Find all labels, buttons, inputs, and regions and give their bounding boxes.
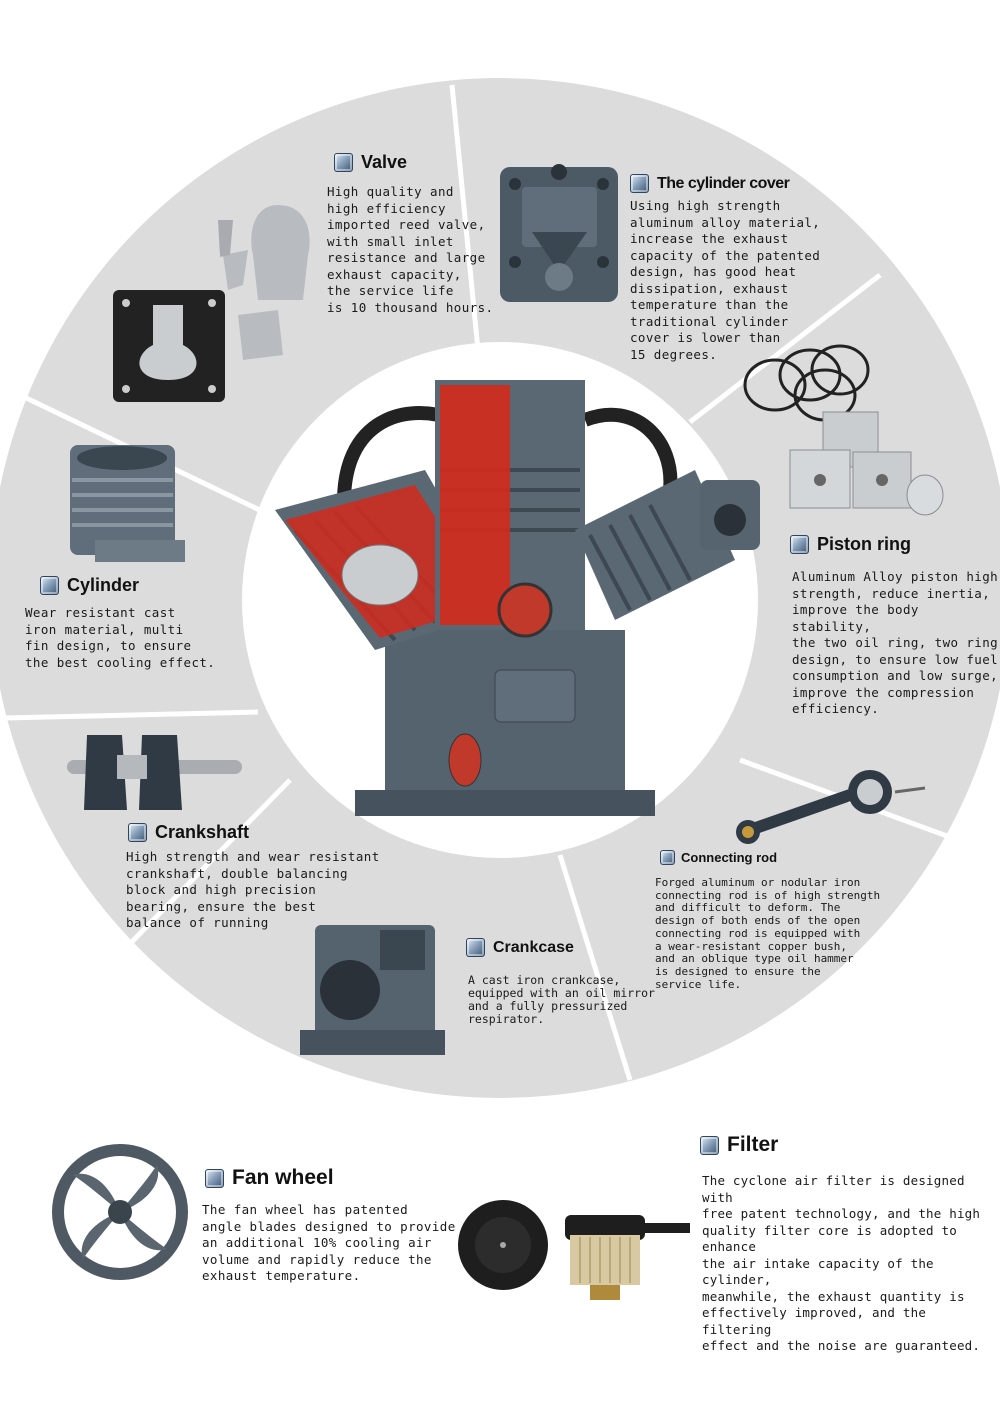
fan-wheel-title: Fan wheel	[205, 1166, 334, 1190]
filter-card: Filter	[700, 1133, 778, 1157]
crankshaft-text: High strength and wear resistant cranksh…	[126, 849, 380, 930]
valve-title: Valve	[334, 152, 407, 173]
oil-sight-glass	[448, 733, 482, 787]
cylinder-title: Cylinder	[40, 575, 139, 596]
piston-cutaway	[341, 544, 419, 606]
cylinder-card: Cylinder	[40, 575, 139, 596]
crankcase-image	[300, 925, 445, 1055]
crankshaft-card: Crankshaft	[128, 822, 249, 843]
cylinder-cover-card: The cylinder cover	[630, 174, 790, 193]
filter-text: The cyclone air filter is designed with …	[702, 1173, 981, 1353]
divider-crankshaft-crankcase	[73, 778, 292, 1002]
bullet-square-icon	[128, 823, 147, 842]
crankcase-text: A cast iron crankcase, equipped with an …	[468, 973, 655, 1026]
air-filter-image	[458, 1200, 690, 1300]
piston-ring-text: Aluminum Alloy piston high strength, red…	[792, 569, 999, 716]
crankcase-card: Crankcase	[466, 938, 574, 957]
piston-rings-image	[743, 344, 944, 516]
valve-card: Valve	[334, 152, 407, 173]
compressor-cutaway-image	[275, 380, 760, 816]
bullet-square-icon	[205, 1168, 224, 1188]
divider-valve-cover	[449, 84, 481, 351]
cylinder-cover-title: The cylinder cover	[630, 174, 790, 193]
connecting-rod-image	[736, 770, 926, 844]
bullet-square-icon	[790, 535, 809, 554]
bullet-square-icon	[630, 174, 649, 193]
bullet-square-icon	[466, 938, 485, 957]
piston-ring-card: Piston ring	[790, 534, 911, 555]
crankshaft-title: Crankshaft	[128, 822, 249, 843]
valve-plate-image	[113, 205, 310, 402]
connecting-rod-card: Connecting rod	[660, 850, 777, 865]
divider-cover-piston	[688, 273, 882, 424]
connecting-rod-text: Forged aluminum or nodular iron connecti…	[655, 876, 881, 991]
filter-title: Filter	[700, 1133, 778, 1157]
cylinder-cover-image	[500, 164, 618, 302]
bullet-square-icon	[334, 153, 353, 172]
middle-cylinder-cutaway	[440, 385, 510, 625]
valve-text: High quality and high efficiency importe…	[327, 184, 494, 315]
fan-wheel-card: Fan wheel	[205, 1166, 334, 1190]
crankcase-title: Crankcase	[466, 938, 574, 957]
cylinder-block-image	[70, 445, 185, 562]
divider-cylinder-crankshaft	[4, 709, 259, 721]
fan-wheel-image	[52, 1144, 188, 1280]
bullet-square-icon	[700, 1135, 719, 1155]
connecting-rod-title: Connecting rod	[660, 850, 777, 865]
air-hose-right	[582, 407, 678, 491]
fan-wheel-text: The fan wheel has patented angle blades …	[202, 1202, 456, 1283]
bullet-square-icon	[40, 576, 59, 595]
bullet-square-icon	[660, 850, 675, 865]
piston-ring-title: Piston ring	[790, 534, 911, 555]
crank-cutaway	[497, 582, 553, 638]
cylinder-cover-text: Using high strength aluminum alloy mater…	[630, 198, 821, 362]
cylinder-text: Wear resistant cast iron material, multi…	[25, 605, 216, 670]
divider-crankcase-rod	[557, 854, 633, 1081]
crankshaft-image	[67, 735, 242, 810]
